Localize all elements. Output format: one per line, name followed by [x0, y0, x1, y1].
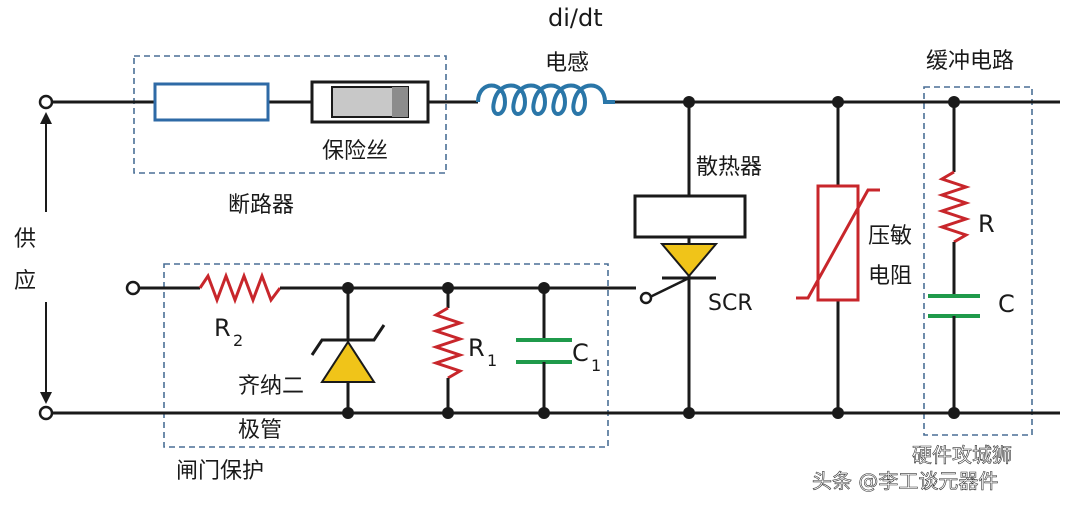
watermark: 硬件攻城狮 头条 @李工谈元器件	[812, 437, 1012, 493]
junction-dot	[832, 407, 844, 419]
scr-label: SCR	[708, 291, 753, 316]
junction-dot	[683, 407, 695, 419]
supply-label-bg	[14, 212, 52, 302]
inductor-coil	[476, 83, 615, 116]
terminal-gate-input	[125, 280, 141, 296]
scr-gate-lead	[649, 276, 690, 299]
zener-triangle	[320, 340, 376, 383]
inductor-label: 电感	[545, 51, 589, 76]
junction-dot	[948, 96, 960, 108]
c1-label: C	[572, 339, 589, 367]
c1-subscript: 1	[591, 356, 601, 375]
r2-subscript: 2	[233, 331, 243, 350]
junction-dot	[683, 96, 695, 108]
snubber-r-label: R	[978, 210, 995, 238]
terminal-top	[38, 94, 54, 110]
r2-label: R	[214, 314, 231, 342]
junction-dot	[342, 282, 354, 294]
breaker-element	[153, 82, 270, 122]
breaker-label: 断路器	[228, 193, 294, 218]
snubber-box	[923, 86, 1033, 436]
watermark-line-1: 硬件攻城狮	[912, 443, 1012, 467]
heatsink-label: 散热器	[696, 155, 762, 180]
fuse	[310, 80, 430, 124]
junction-dot	[948, 407, 960, 419]
r1-subscript: 1	[487, 351, 497, 370]
junction-dot	[538, 407, 550, 419]
varistor-slash	[796, 188, 880, 300]
fuse-label: 保险丝	[322, 139, 388, 164]
junction-dot	[442, 407, 454, 419]
varistor-label-1: 压敏	[868, 224, 912, 249]
didt-label: di/dt	[548, 4, 603, 32]
scr-triangle	[659, 243, 719, 278]
zener-label-1: 齐纳二	[238, 374, 304, 399]
junction-dot	[442, 282, 454, 294]
resistor-r1	[431, 306, 465, 380]
zener-bar	[310, 324, 386, 356]
r1-label: R	[468, 334, 485, 362]
supply-arrow-head-top	[40, 112, 52, 124]
varistor-label-2: 电阻	[868, 264, 912, 289]
snubber-c-label: C	[998, 290, 1015, 318]
snubber-resistor	[937, 170, 971, 244]
terminal-bottom	[38, 405, 54, 421]
supply-label-1: 供	[14, 227, 36, 252]
zener-label-2: 极管	[238, 418, 282, 443]
snubber-label: 缓冲电路	[926, 49, 1014, 74]
supply-arrow-head-bottom	[40, 392, 52, 404]
scr-gate-terminal	[639, 291, 653, 305]
watermark-logo-icon	[877, 437, 909, 469]
heatsink	[633, 194, 747, 239]
resistor-r2	[198, 271, 282, 305]
gate-protection-box	[163, 263, 609, 448]
breaker-box	[133, 55, 447, 174]
watermark-line-2: 头条 @李工谈元器件	[812, 469, 998, 493]
supply-label-2: 应	[14, 269, 36, 294]
junction-dot	[832, 96, 844, 108]
junction-dot	[342, 407, 354, 419]
junction-dot	[538, 282, 550, 294]
gate-protection-label: 闸门保护	[176, 459, 264, 484]
